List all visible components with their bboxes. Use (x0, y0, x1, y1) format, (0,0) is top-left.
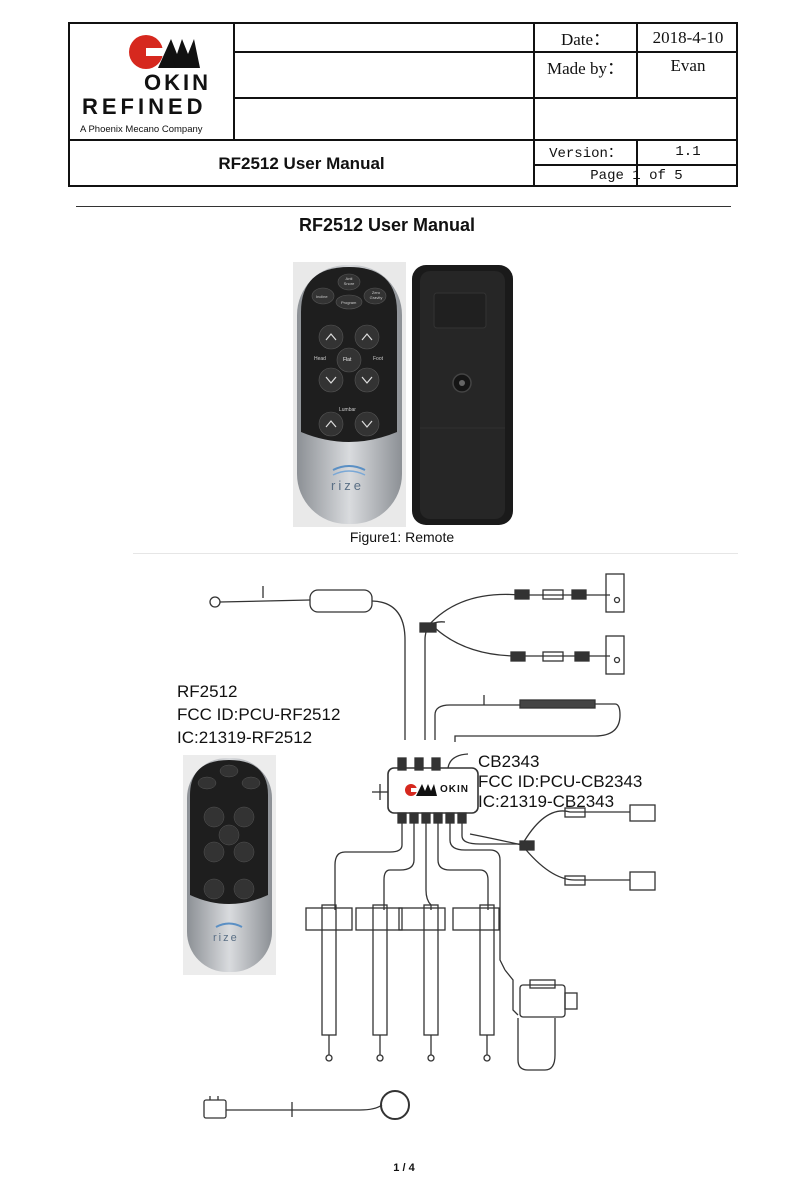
company-logo (70, 24, 233, 139)
box-fcc-id: FCC ID:PCU-CB2343 (478, 772, 643, 791)
remote-brand: rize (331, 478, 364, 493)
remote-label-lumbar: Lumbar (339, 407, 356, 413)
version-label: Version： (549, 146, 622, 162)
remote-btn-program: Program (341, 300, 357, 305)
okin-logo-icon (129, 35, 200, 69)
control-box-brand: OKIN (440, 784, 469, 795)
remote-front-photo: Anti Snore Incline Zero Gravity Program … (293, 262, 406, 527)
remote-label-head: Head (314, 356, 326, 362)
date-value: 2018-4-10 (652, 27, 724, 47)
version-value: 1.1 (675, 144, 701, 160)
figure1-caption: Figure1: Remote (349, 529, 455, 545)
wiring-diagram: RF2512 FCC ID:PCU-RF2512 IC:21319-RF2512… (0, 560, 808, 1160)
header-table: OKIN REFINED A Phoenix Mecano Company Da… (68, 22, 738, 187)
date-label: Date： (560, 30, 611, 49)
doc-title: RF2512 User Manual (218, 154, 385, 173)
remote-model: RF2512 (177, 682, 238, 701)
control-box-label: CB2343 FCC ID:PCU-CB2343 IC:21319-CB2343 (478, 752, 642, 812)
remote-label-flat: Flat (343, 357, 352, 363)
logo-brand-top: OKIN (144, 70, 211, 95)
figure-separator (133, 553, 738, 554)
remote-model-label: RF2512 FCC ID:PCU-RF2512 IC:21319-RF2512 (177, 680, 340, 749)
remote-ic-id: IC:21319-RF2512 (177, 728, 313, 747)
remote-back-photo (410, 263, 515, 527)
wiring-diagram-svg (203, 573, 656, 1120)
page-title: RF2512 User Manual (298, 215, 476, 235)
remote-fcc-id: FCC ID:PCU-RF2512 (177, 705, 341, 724)
box-model: CB2343 (478, 752, 540, 771)
box-ic-id: IC:21319-CB2343 (478, 792, 615, 811)
page-info: Page 1 of 5 (590, 168, 683, 184)
logo-tagline: A Phoenix Mecano Company (80, 124, 203, 135)
svg-text:rize: rize (213, 932, 239, 944)
remote-btn-zero-gravity: Zero Gravity (369, 290, 383, 300)
logo-brand-bottom: REFINED (82, 94, 207, 119)
made-by-label: Made by： (547, 58, 624, 78)
remote-btn-anti-snore: Anti Snore (343, 276, 355, 286)
header-separator (76, 206, 731, 207)
remote-btn-incline: Incline (316, 294, 328, 299)
made-by-value: Evan (670, 56, 706, 75)
page-number: 1 / 4 (393, 1162, 415, 1174)
diagram-remote-photo: rize (183, 755, 276, 975)
remote-label-foot: Foot (373, 356, 384, 362)
